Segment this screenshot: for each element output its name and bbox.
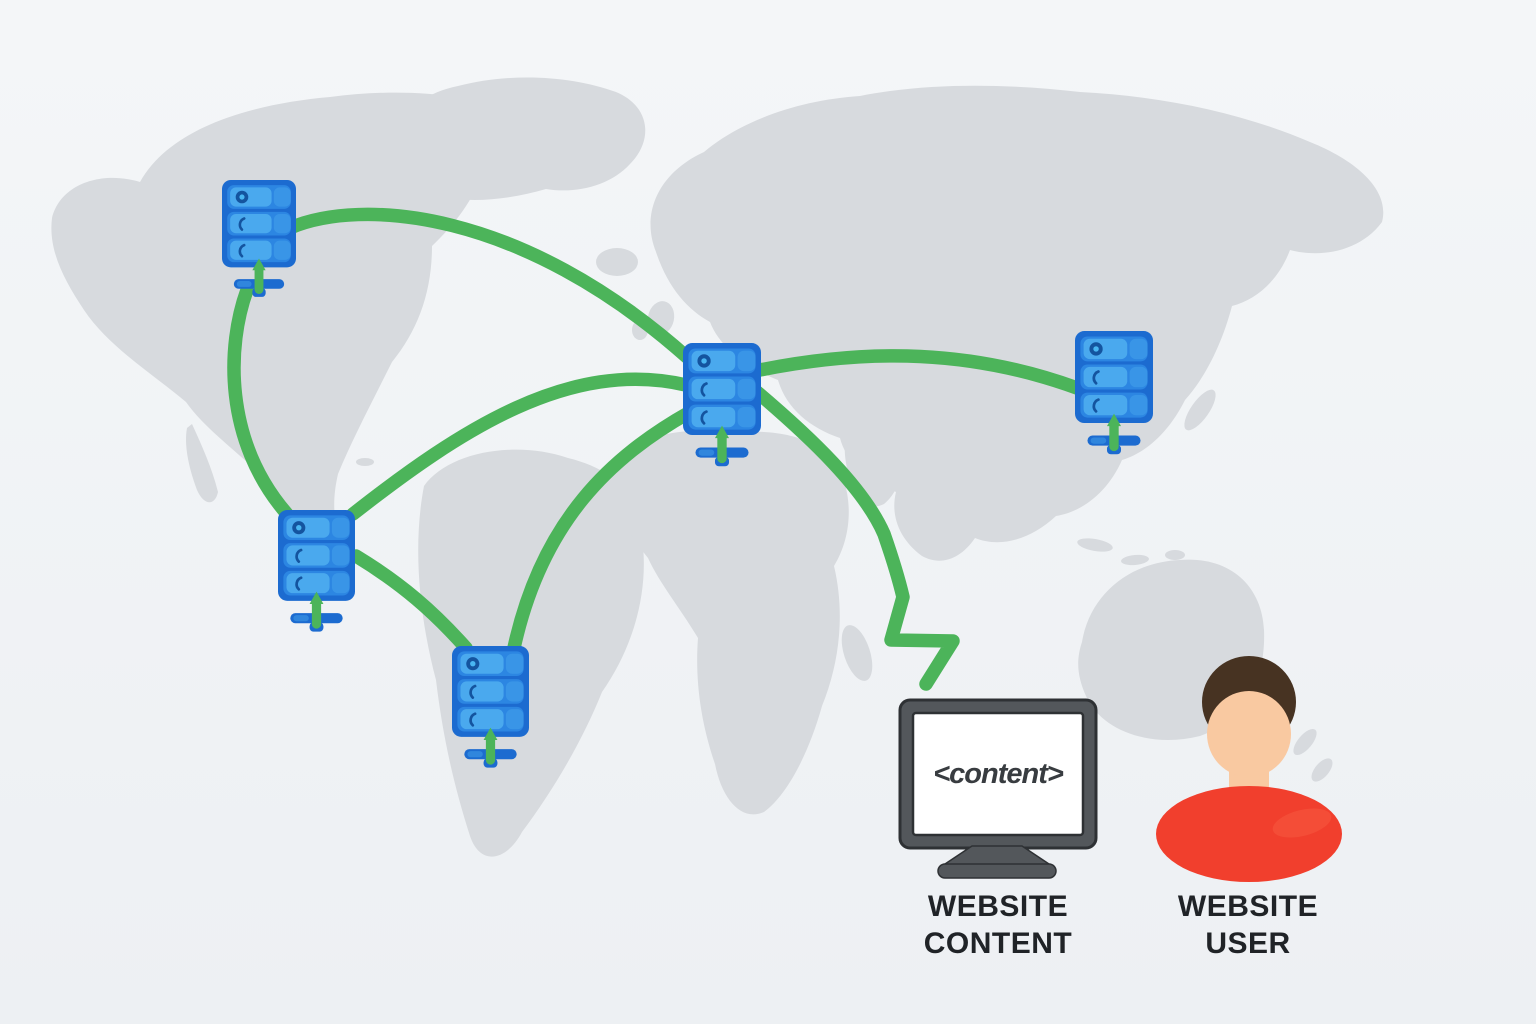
map-africa bbox=[611, 430, 849, 815]
connection-mexico-sa bbox=[349, 549, 473, 655]
map-cuba bbox=[317, 446, 347, 458]
website-content-label-line1: WEBSITE bbox=[927, 890, 1069, 923]
avatar-shirt-highlight bbox=[1272, 808, 1332, 838]
map-iceland bbox=[596, 248, 638, 276]
map-madagascar bbox=[841, 625, 873, 681]
connection-central-sa bbox=[507, 405, 697, 655]
avatar-face bbox=[1207, 691, 1291, 777]
map-indonesia-3 bbox=[1165, 550, 1185, 560]
website-user-label-line1: WEBSITE bbox=[1177, 890, 1319, 923]
server-icon-central-america bbox=[276, 508, 357, 634]
connection-na-central bbox=[283, 207, 695, 365]
map-greenland bbox=[392, 77, 646, 200]
map-indonesia-2 bbox=[1121, 554, 1149, 566]
map-eurasia bbox=[650, 85, 1384, 561]
user-avatar bbox=[1156, 656, 1342, 882]
network-connections bbox=[227, 207, 1084, 691]
monitor-stand-base bbox=[937, 863, 1057, 879]
map-baja bbox=[186, 424, 218, 503]
website-content-label: WEBSITE CONTENT bbox=[900, 888, 1096, 962]
website-user-label-line2: USER bbox=[1205, 927, 1291, 960]
lightning-connection-to-monitor bbox=[750, 385, 960, 691]
map-new-zealand-1 bbox=[1293, 728, 1317, 756]
connection-na-mexico bbox=[227, 283, 294, 521]
website-user-label: WEBSITE USER bbox=[1150, 888, 1346, 962]
avatar-shirt bbox=[1156, 786, 1342, 882]
map-scandinavia bbox=[695, 178, 825, 307]
monitor-screen-text: <content> bbox=[933, 757, 1064, 790]
map-indonesia-1 bbox=[1077, 538, 1113, 552]
map-new-zealand-2 bbox=[1311, 758, 1333, 782]
map-hispaniola bbox=[356, 458, 374, 466]
connection-central-asia bbox=[753, 349, 1084, 395]
website-content-label-line2: CONTENT bbox=[923, 927, 1073, 960]
monitor-icon bbox=[898, 698, 1098, 879]
connection-mexico-central bbox=[346, 372, 693, 521]
map-south-america bbox=[418, 449, 644, 857]
map-japan bbox=[1184, 389, 1216, 431]
